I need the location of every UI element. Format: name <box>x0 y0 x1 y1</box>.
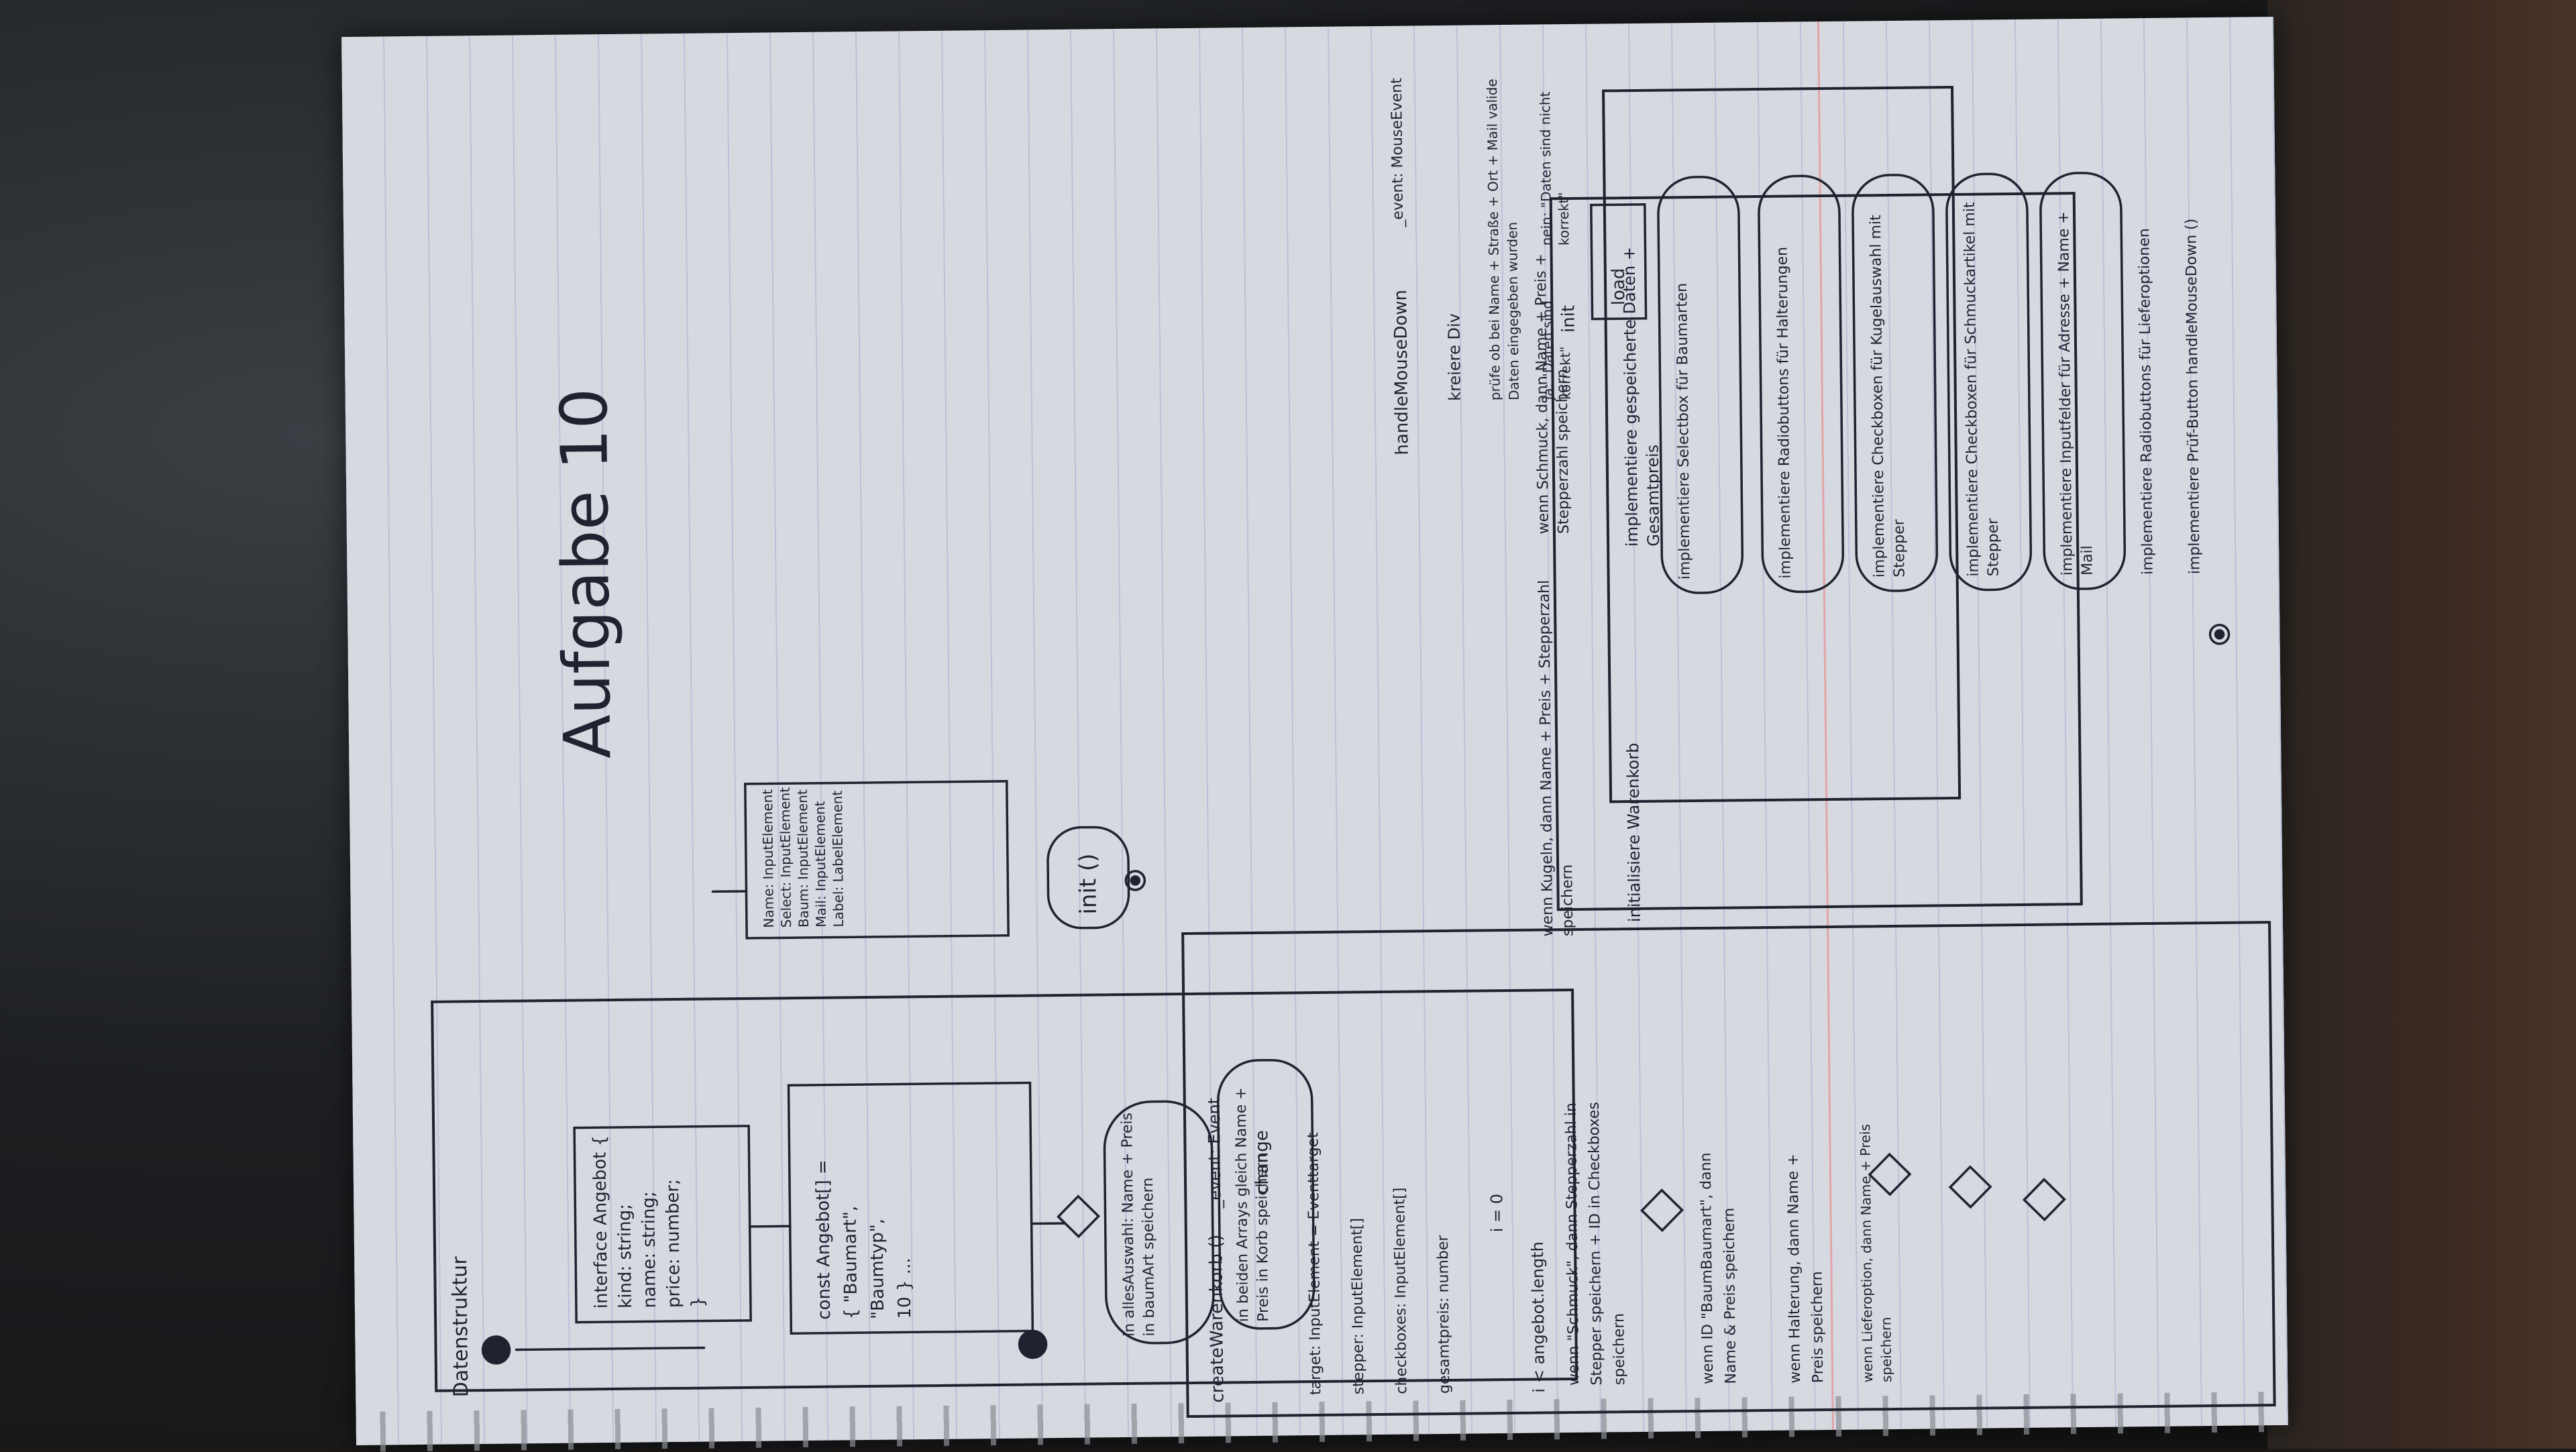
mouse-no: nein: "Daten sind nicht korrekt" <box>1537 91 1572 246</box>
init-korb: initialisiere Warenkorb <box>1623 742 1645 923</box>
page-title: Aufgabe 10 <box>546 388 626 759</box>
diagram-content <box>341 17 2288 1445</box>
impl-daten: implementiere gespeicherte Daten + Gesam… <box>1619 246 1664 547</box>
init-step-1: implementiere Selectbox für Baumarten <box>1674 282 1694 580</box>
init-step-4: implementiere Checkboxen für Schmuckarti… <box>1961 202 2002 577</box>
mouse-check: prüfe ob bei Name + Straße + Ort + Mail … <box>1483 78 1522 401</box>
step-baumart: wenn ID "BaumBaumart", dann Name & Preis… <box>1697 1152 1740 1385</box>
step-schmuck: wenn "Schmuck", dann Stepperzahl in Step… <box>1562 1101 1629 1386</box>
mouse-div: kreiere Div <box>1444 313 1464 401</box>
frame-mouse <box>1602 85 1962 803</box>
warenkorb-label: createWarenkorb () <box>1205 1234 1228 1403</box>
decision-3 <box>1948 1165 1992 1209</box>
action-store-1-label: in allesAuswahl: Name + Preis in baumArt… <box>1118 1112 1159 1337</box>
warenkorb-vars: target: InputElement = Eventtarget stepp… <box>1305 1132 1454 1396</box>
init-step-7: implementiere Prüf-Button handleMouseDow… <box>2183 218 2204 575</box>
decision-1 <box>1057 1194 1101 1239</box>
label-datenstruktur: Datenstruktur <box>448 1256 474 1398</box>
loop-init: i = 0 <box>1487 1193 1507 1233</box>
box-load <box>1590 203 1648 321</box>
frame-init <box>1549 192 2083 911</box>
init-step-3: implementiere Checkboxen für Kugelauswah… <box>1867 215 1909 578</box>
background-right <box>2267 0 2576 1449</box>
warenkorb-change: change <box>1252 1130 1273 1195</box>
action-store-1 <box>1103 1100 1215 1345</box>
frame-datenstruktur <box>431 988 1578 1392</box>
mouse-param: _event: MouseEvent <box>1388 78 1407 227</box>
box-init-vars <box>744 780 1010 940</box>
decision-4 <box>2022 1178 2066 1222</box>
text-layer: Aufgabe 10 Datenstruktur interface Angeb… <box>341 17 2288 1445</box>
decision-loop <box>1640 1188 1684 1233</box>
loop-cond: i < angebot.length <box>1527 1241 1549 1393</box>
warenkorb-param: _event: Event <box>1204 1097 1225 1209</box>
frame-warenkorb <box>1181 921 2276 1418</box>
init-step-2: implementiere Radiobuttons für Halterung… <box>1774 246 1794 579</box>
box-const <box>787 1081 1034 1335</box>
start-node-1 <box>481 1335 511 1365</box>
init-step-5: implementiere Inputfelder für Adresse + … <box>2055 211 2096 576</box>
mouse-label: handleMouseDown <box>1391 289 1413 455</box>
const-lines: const Angebot[] = { "Baumart", "Baumtyp"… <box>812 1160 916 1320</box>
init-step-6: implementiere Radiobuttons für Lieferopt… <box>2136 228 2157 575</box>
mouse-yes: ja: "Daten sind korrekt" <box>1539 300 1574 400</box>
action-store-2 <box>1217 1058 1316 1330</box>
box-interface <box>573 1125 752 1324</box>
init-call-label: init () <box>1074 853 1102 915</box>
step-lieferoption: wenn Lieferoption, dann Name + Preis spe… <box>1857 1123 1895 1383</box>
notebook-page: Aufgabe 10 Datenstruktur interface Angeb… <box>341 16 2289 1452</box>
node-init-call <box>1046 826 1130 930</box>
init-vars-lines: Name: InputElement Select: InputElement … <box>759 787 847 928</box>
decision-2 <box>1868 1152 1912 1196</box>
step-halterung: wenn Halterung, dann Name + Preis speich… <box>1784 1154 1827 1384</box>
step-kugeln: wenn Kugeln, dann Name + Preis + Stepper… <box>1536 579 1577 937</box>
activity-diagram <box>431 85 2276 1418</box>
interface-lines: interface Angebot { kind: string; name: … <box>590 1135 708 1309</box>
